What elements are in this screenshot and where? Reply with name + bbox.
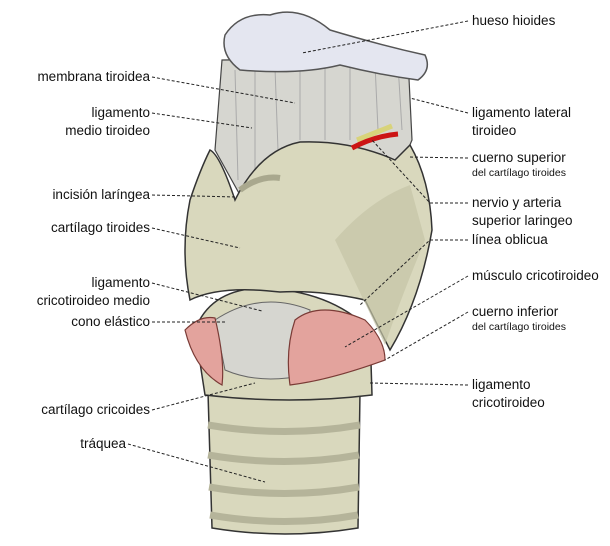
label-musculo-cricotiroideo: músculo cricotiroideo	[472, 268, 599, 283]
label-line: cuerno inferior	[472, 304, 559, 319]
label-line: ligamento	[91, 275, 150, 290]
label-nervio-arteria: nervio y arteria superior laringeo	[472, 194, 573, 230]
label-line: cricotiroideo	[472, 395, 545, 410]
label-line: ligamento	[472, 377, 531, 392]
label-cuerno-inferior: cuerno inferior del cartílago tiroides	[472, 303, 566, 333]
label-line: ligamento lateral	[472, 105, 572, 120]
label-traquea: tráquea	[80, 436, 126, 451]
leader-lines	[127, 20, 469, 483]
label-linea-oblicua: línea oblicua	[472, 232, 548, 247]
label-subtext: del cartílago tiroides	[472, 167, 566, 179]
label-cuerno-superior: cuerno superior del cartílago tiroides	[472, 149, 566, 179]
label-ligamento-medio-tiroideo: ligamento medio tiroideo	[65, 104, 150, 140]
label-ligamento-lateral: ligamento lateral tiroideo	[472, 104, 571, 140]
label-cartilago-tiroides: cartílago tiroides	[50, 220, 150, 235]
label-ligamento-cricotiroideo: ligamento cricotiroideo	[472, 376, 545, 412]
label-line: superior laringeo	[472, 213, 573, 228]
label-line: cuerno superior	[472, 150, 566, 165]
superior-laryngeal-artery	[350, 131, 399, 151]
label-cono-elastico: cono elástico	[71, 314, 150, 329]
label-line: ligamento	[91, 105, 150, 120]
label-membrana-tiroidea: membrana tiroidea	[37, 69, 150, 84]
superior-laryngeal-nerve	[356, 123, 393, 143]
label-ligamento-cricotiroideo-medio: ligamento cricotiroideo medio	[37, 274, 150, 310]
label-hueso-hioides: hueso hioides	[472, 13, 556, 28]
label-line: tiroideo	[472, 123, 517, 138]
label-cartilago-cricoides: cartílago cricoides	[41, 402, 150, 417]
label-line: medio tiroideo	[65, 123, 150, 138]
label-subtext: del cartílago tiroides	[472, 321, 566, 333]
label-incision-laringea: incisión laríngea	[52, 187, 150, 202]
label-line: nervio y arteria	[472, 195, 562, 210]
label-line: cricotiroideo medio	[36, 293, 150, 308]
trachea	[207, 391, 361, 535]
hyoid-bone	[223, 11, 429, 81]
cricothyroid-muscle	[287, 309, 386, 386]
